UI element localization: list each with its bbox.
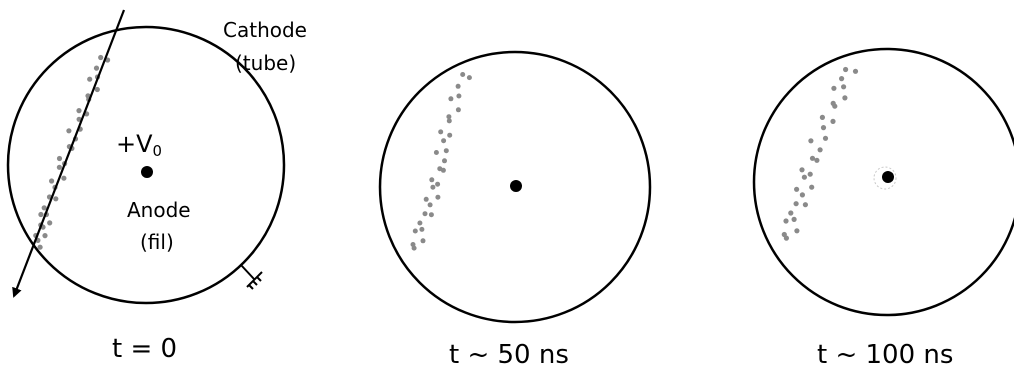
electron-dot <box>442 158 447 163</box>
voltage-subscript: 0 <box>153 142 162 160</box>
electron-dot <box>421 238 426 243</box>
electron-dot <box>413 229 418 234</box>
anode-wire-dot <box>510 180 522 192</box>
electron-dot <box>823 136 828 141</box>
ionization-electrons <box>33 55 110 250</box>
electron-dot <box>843 67 848 72</box>
voltage-prefix: +V <box>116 130 153 158</box>
electron-dot <box>95 87 100 92</box>
electron-dot <box>38 212 43 217</box>
electron-dot <box>57 165 62 170</box>
electron-dot <box>788 210 793 215</box>
electron-dot <box>42 205 47 210</box>
ionization-electrons <box>782 67 858 241</box>
electron-dot <box>803 202 808 207</box>
electron-dot <box>820 115 825 120</box>
electron-dot <box>49 178 54 183</box>
electron-dot <box>800 192 805 197</box>
electron-dot <box>784 236 789 241</box>
electron-dot <box>808 138 813 143</box>
time-caption: t ~ 100 ns <box>817 342 953 368</box>
electron-dot <box>456 94 461 99</box>
electron-dot <box>808 172 813 177</box>
electron-dot <box>441 168 446 173</box>
electron-dot <box>802 175 807 180</box>
electron-dot <box>428 202 433 207</box>
time-caption: t = 0 <box>112 336 177 362</box>
anode-voltage-label: +V0 <box>116 132 162 156</box>
electron-dot <box>412 246 417 251</box>
anode-label: Anode <box>127 200 191 220</box>
electron-dot <box>438 129 443 134</box>
electron-dot <box>842 95 847 100</box>
electron-dot <box>853 69 858 74</box>
electron-dot <box>441 138 446 143</box>
electron-dot <box>419 227 424 232</box>
electron-dot <box>794 201 799 206</box>
electron-dot <box>467 75 472 80</box>
electron-dot <box>435 182 440 187</box>
electron-dot <box>821 125 826 130</box>
cathode-tube-circle <box>754 49 1014 315</box>
electron-dot <box>794 187 799 192</box>
electron-dot <box>460 72 465 77</box>
electron-dot <box>57 156 62 161</box>
electron-dot <box>423 211 428 216</box>
electron-dot <box>839 76 844 81</box>
electron-dot <box>841 84 846 89</box>
electron-dot <box>417 221 422 226</box>
electron-dot <box>434 150 439 155</box>
electron-dot <box>831 86 836 91</box>
electron-dot <box>447 133 452 138</box>
electron-dot <box>98 55 103 60</box>
electron-dot <box>456 84 461 89</box>
electron-dot <box>832 104 837 109</box>
electron-dot <box>430 185 435 190</box>
electron-dot <box>61 176 66 181</box>
electron-dot <box>66 128 71 133</box>
electron-dot <box>447 118 452 123</box>
tube-label: (tube) <box>235 53 296 73</box>
electron-dot <box>794 228 799 233</box>
anode-wire-dot <box>882 171 894 183</box>
fil-label: (fil) <box>140 232 174 252</box>
electron-dot <box>799 167 804 172</box>
cathode-label: Cathode <box>223 20 307 40</box>
electron-dot <box>792 217 797 222</box>
electron-dot <box>47 220 52 225</box>
panel-t100 <box>754 49 1014 315</box>
electron-dot <box>53 196 58 201</box>
electron-dot <box>448 96 453 101</box>
panel-t50 <box>380 52 650 322</box>
anode-wire-dot <box>141 166 153 178</box>
electron-dot <box>783 218 788 223</box>
electron-dot <box>429 177 434 182</box>
electron-dot <box>429 212 434 217</box>
time-caption: t ~ 50 ns <box>449 342 569 368</box>
electron-dot <box>76 108 81 113</box>
ionization-electrons <box>411 72 472 251</box>
electron-dot <box>818 147 823 152</box>
electron-dot <box>435 195 440 200</box>
electron-dot <box>38 245 43 250</box>
ground-icon <box>241 265 262 289</box>
electron-dot <box>830 119 835 124</box>
electron-dot <box>809 185 814 190</box>
electron-dot <box>444 148 449 153</box>
electron-dot <box>814 158 819 163</box>
electron-dot <box>42 233 47 238</box>
electron-dot <box>456 107 461 112</box>
electron-dot <box>94 66 99 71</box>
electron-dot <box>424 197 429 202</box>
electron-dot <box>87 77 92 82</box>
particle-track-arrow <box>14 10 124 296</box>
